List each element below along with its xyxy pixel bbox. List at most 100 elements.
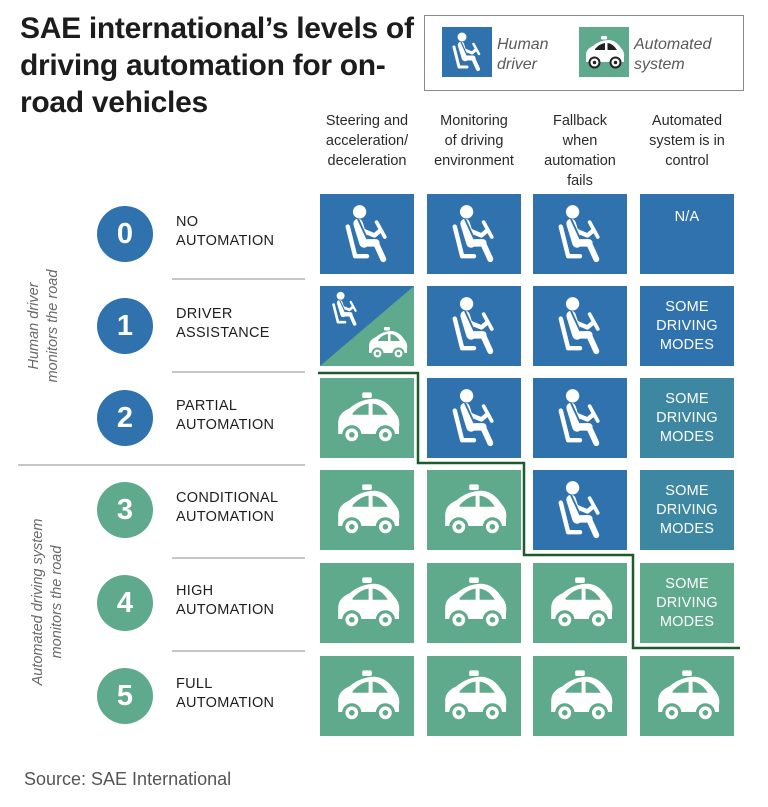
page-title: SAE international’s levels of driving au… [20,12,414,119]
legend-auto-line: Automated [634,36,712,53]
level-number-badge: 0 [97,206,153,262]
level-name-line: AUTOMATION [176,233,275,249]
row-divider [172,371,305,373]
cell-control-scope: N/A [640,194,734,274]
control-scope-line: MODES [659,520,715,537]
cell-control-scope: SOME DRIVING MODES [640,563,734,643]
row-divider [172,557,305,559]
legend: Human driver Automated system [424,15,744,91]
column-header-line: Fallback [553,113,607,129]
cell-human-driver [533,470,627,550]
control-scope-line: SOME [665,482,709,499]
cell-automated-system [640,656,734,736]
level-number-badge: 3 [97,482,153,538]
level-name-line: AUTOMATION [176,509,275,525]
cell-human-driver [320,194,414,274]
column-header-line: Automated [651,113,723,129]
control-scope-line: DRIVING [656,501,718,518]
cell-automated-system [427,563,521,643]
control-scope-line: MODES [659,428,715,445]
cell-automated-system [427,656,521,736]
column-header-line: automation [544,153,616,169]
control-scope-line: DRIVING [656,317,718,334]
level-name: FULL AUTOMATION [176,675,306,713]
level-name: NO AUTOMATION [176,213,306,251]
control-scope-line: SOME [665,298,709,315]
human-driver-icon [442,27,492,77]
legend-human-label: Human driver [497,35,549,75]
level-name-line: ASSISTANCE [176,325,270,341]
cell-control-scope: SOME DRIVING MODES [640,470,734,550]
level-number-badge: 2 [97,390,153,446]
cell-shared-control [320,286,414,366]
level-name-line: FULL [176,676,213,692]
cell-control-scope: SOME DRIVING MODES [640,286,734,366]
legend-human-line: driver [497,56,538,73]
row-divider [172,278,305,280]
control-scope-line: MODES [659,336,715,353]
level-number-badge: 4 [97,575,153,631]
control-scope-line: N/A [674,209,700,225]
level-name: PARTIAL AUTOMATION [176,397,306,435]
control-scope-line: SOME [665,575,709,592]
level-name-line: NO [176,214,199,230]
control-scope-text: SOME DRIVING MODES [640,390,734,447]
control-scope-text: N/A [640,208,734,227]
automated-car-icon [579,27,629,77]
legend-auto-label: Automated system [634,35,711,75]
control-scope-text: SOME DRIVING MODES [640,482,734,539]
column-header-line: when [562,133,598,149]
column-header-line: Steering and [325,113,409,129]
level-name: CONDITIONAL AUTOMATION [176,489,306,527]
cell-human-driver [533,378,627,458]
control-scope-text: SOME DRIVING MODES [640,298,734,355]
column-header: Monitoring of driving environment [419,111,529,171]
source-note: Source: SAE International [24,769,232,789]
control-scope-line: DRIVING [656,594,718,611]
column-header: Steering and acceleration/deceleration [312,111,422,171]
level-name: HIGH AUTOMATION [176,582,306,620]
cell-human-driver [533,286,627,366]
column-header-line: environment [434,153,514,169]
level-number-badge: 5 [97,668,153,724]
control-scope-line: MODES [659,613,715,630]
level-name-line: HIGH [176,583,214,599]
legend-auto-line: system [634,56,685,73]
level-name-line: PARTIAL [176,398,238,414]
cell-automated-system [320,378,414,458]
cell-automated-system [533,656,627,736]
cell-control-scope: SOME DRIVING MODES [640,378,734,458]
column-header-line: fails [567,173,593,189]
cell-human-driver [533,194,627,274]
cell-human-driver [427,286,521,366]
column-header-line: Monitoring [440,113,508,129]
control-scope-line: DRIVING [656,409,718,426]
level-number-badge: 1 [97,298,153,354]
cell-automated-system [320,656,414,736]
level-name: DRIVER ASSISTANCE [176,305,306,343]
level-name-line: CONDITIONAL [176,490,279,506]
column-header-line: acceleration/ [325,133,409,149]
cell-human-driver [427,194,521,274]
column-header-line: deceleration [327,153,407,169]
level-name-line: AUTOMATION [176,602,275,618]
column-header: Fallback when automation fails [525,111,635,191]
control-scope-line: SOME [665,390,709,407]
cell-automated-system [320,470,414,550]
level-name-line: AUTOMATION [176,417,275,433]
control-scope-text: SOME DRIVING MODES [640,575,734,632]
level-name-line: AUTOMATION [176,695,275,711]
legend-human-line: Human [497,36,549,53]
row-divider [172,650,305,652]
column-header-line: system is in [649,133,725,149]
cell-human-driver [427,378,521,458]
cell-automated-system [533,563,627,643]
cell-automated-system [320,563,414,643]
row-divider [18,464,305,466]
column-header-line: of driving [444,133,504,149]
level-name-line: DRIVER [176,306,233,322]
column-header: Automated system is in control [632,111,742,171]
column-header-line: control [665,153,709,169]
cell-automated-system [427,470,521,550]
